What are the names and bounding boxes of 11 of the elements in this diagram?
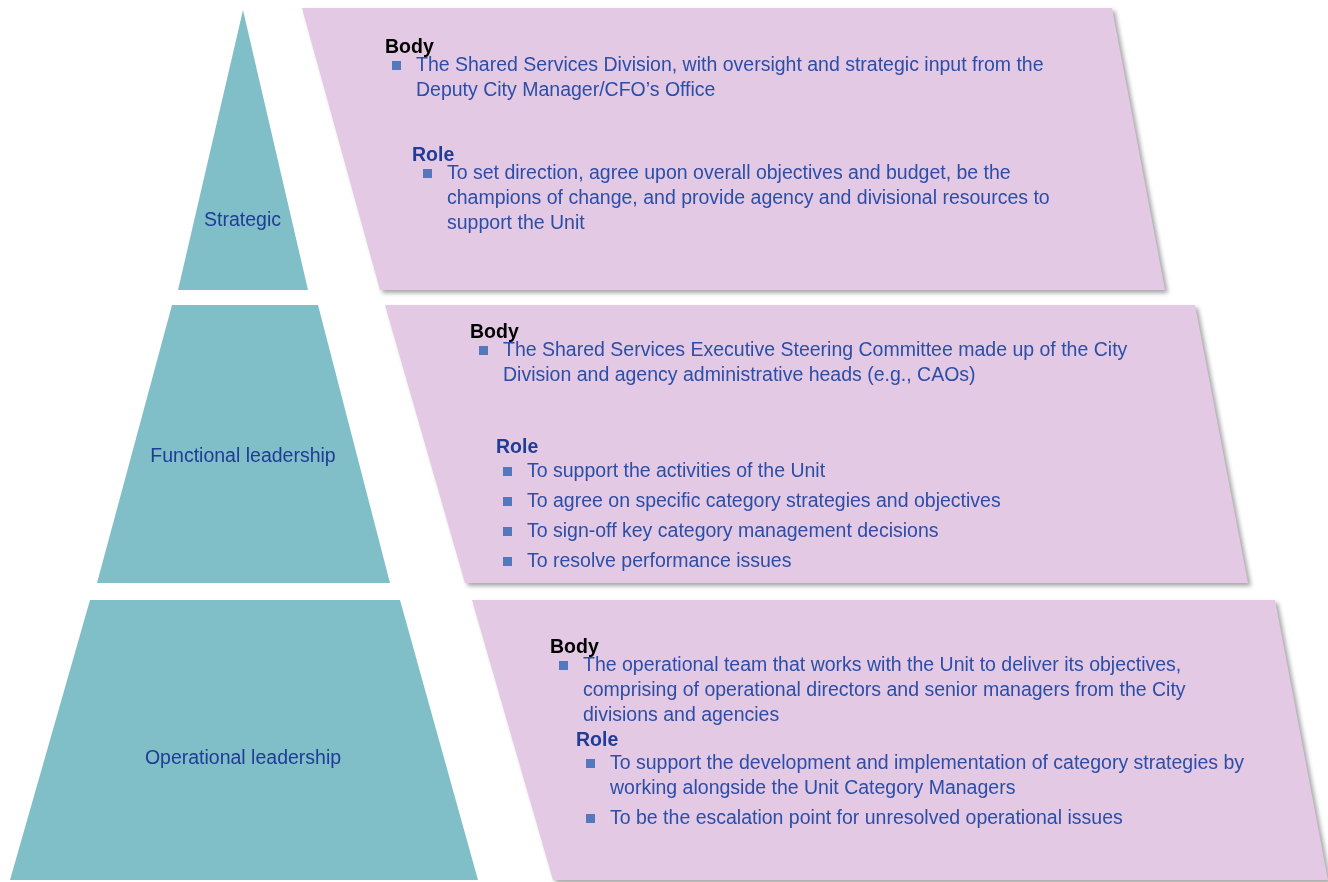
bullet-text: To be the escalation point for unresolved operational issues [610, 805, 1124, 830]
bullet-text: To sign-off key category management decisions [527, 518, 940, 543]
tier-label: Functional leadership [150, 443, 336, 468]
bullet-text: To agree on specific category strategies and objectives [527, 488, 1002, 513]
tier-label: Operational leadership [143, 745, 343, 770]
section-heading: Role [576, 727, 619, 752]
bullet-text: To support the development and implementation of category strategies by working alongside the Unit Category Managers [610, 750, 1246, 800]
bullet-text: To resolve performance issues [527, 548, 793, 573]
section-heading: Role [496, 434, 539, 459]
tier-label: Strategic [203, 207, 282, 232]
bullet-text: To support the activities of the Unit [527, 458, 827, 483]
